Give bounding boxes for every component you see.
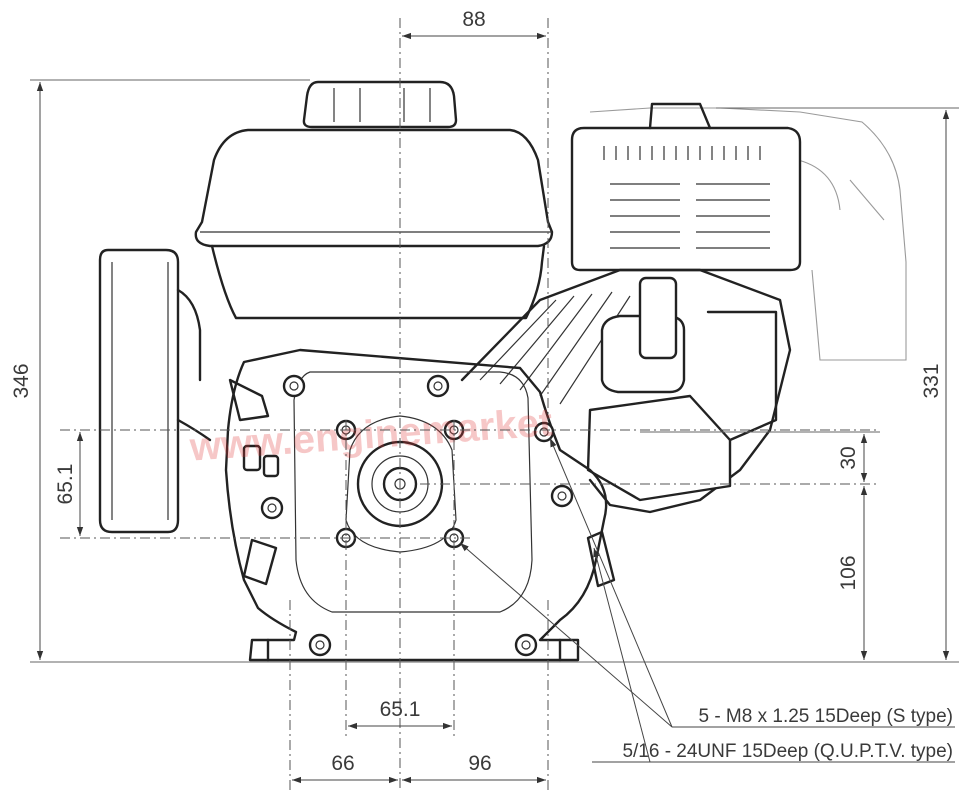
fuel-tank [194, 128, 554, 320]
note-s-type: 5 - M8 x 1.25 15Deep (S type) [698, 706, 953, 727]
extension-lines [30, 79, 959, 663]
cylinder-fins [460, 268, 792, 514]
thread-notes: 5 - M8 x 1.25 15Deep (S type) 5/16 - 24U… [622, 706, 953, 762]
fuel-cap [302, 80, 458, 129]
air-cleaner [570, 102, 907, 361]
dim-right-lower: 106 [837, 555, 860, 590]
dimension-lines [36, 32, 950, 790]
air-cleaner-vents [603, 146, 770, 249]
note-q-type: 5/16 - 24UNF 15Deep (Q.U.P.T.V. type) [622, 741, 953, 762]
dim-bottom-hole-spacing: 65.1 [380, 698, 421, 721]
dim-left-hole-spacing: 65.1 [54, 464, 77, 505]
dim-bottom-left: 66 [331, 752, 354, 775]
dim-right-height: 331 [920, 363, 943, 398]
mounting-bosses [260, 374, 574, 657]
dim-top-width: 88 [462, 8, 485, 31]
leader-lines [459, 437, 955, 763]
dimension-labels: 88 346 331 65.1 30 106 65.1 66 96 [10, 8, 943, 775]
dim-bottom-right: 96 [468, 752, 491, 775]
engine-outline [98, 80, 907, 662]
center-lines [60, 18, 880, 790]
dim-total-height: 346 [10, 363, 33, 398]
dim-right-upper: 30 [837, 446, 860, 469]
left-accessories [228, 378, 616, 588]
muffler [98, 248, 212, 534]
